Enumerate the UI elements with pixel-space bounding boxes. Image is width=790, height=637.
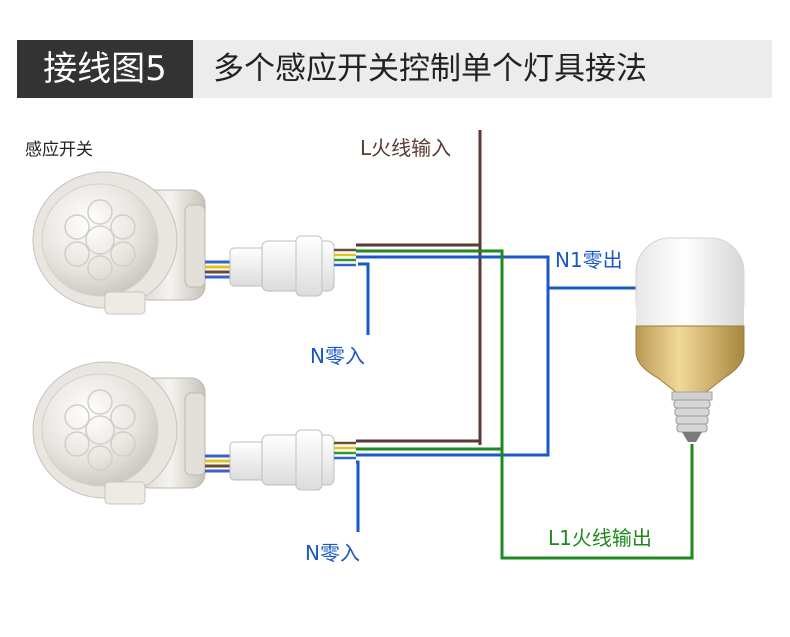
sensor-lead-wires-top: [205, 260, 232, 279]
diagram-number-tag: 接线图5: [17, 40, 193, 98]
neutral-output-label: N1零出: [555, 248, 623, 272]
connector-wire-tails-bottom: [334, 441, 356, 460]
live-output-wire: [356, 249, 694, 560]
pir-sensor-bottom: [32, 361, 206, 505]
live-output-label: L1火线输出: [548, 526, 652, 550]
neutral-input-label-top: N零入: [310, 344, 365, 368]
sensor-switch-label: 感应开关: [25, 140, 93, 160]
wire-connector-bottom: [229, 429, 335, 491]
wire-connector-top: [229, 235, 335, 297]
diagram-title: 多个感应开关控制单个灯具接法: [213, 51, 647, 87]
sensor-lead-wires-bottom: [205, 454, 232, 473]
connector-wire-tails-top: [334, 248, 356, 267]
diagram-header: 接线图5 多个感应开关控制单个灯具接法: [17, 40, 772, 98]
led-bulb: [635, 237, 745, 442]
neutral-input-label-bottom: N零入: [305, 541, 360, 565]
neutral-input-wire-top: [358, 262, 370, 335]
neutral-output-wire: [356, 255, 640, 457]
neutral-input-wire-bottom: [356, 460, 360, 532]
live-input-label: L火线输入: [360, 136, 452, 160]
live-input-wire: [356, 130, 482, 445]
pir-sensor-top: [32, 171, 206, 315]
